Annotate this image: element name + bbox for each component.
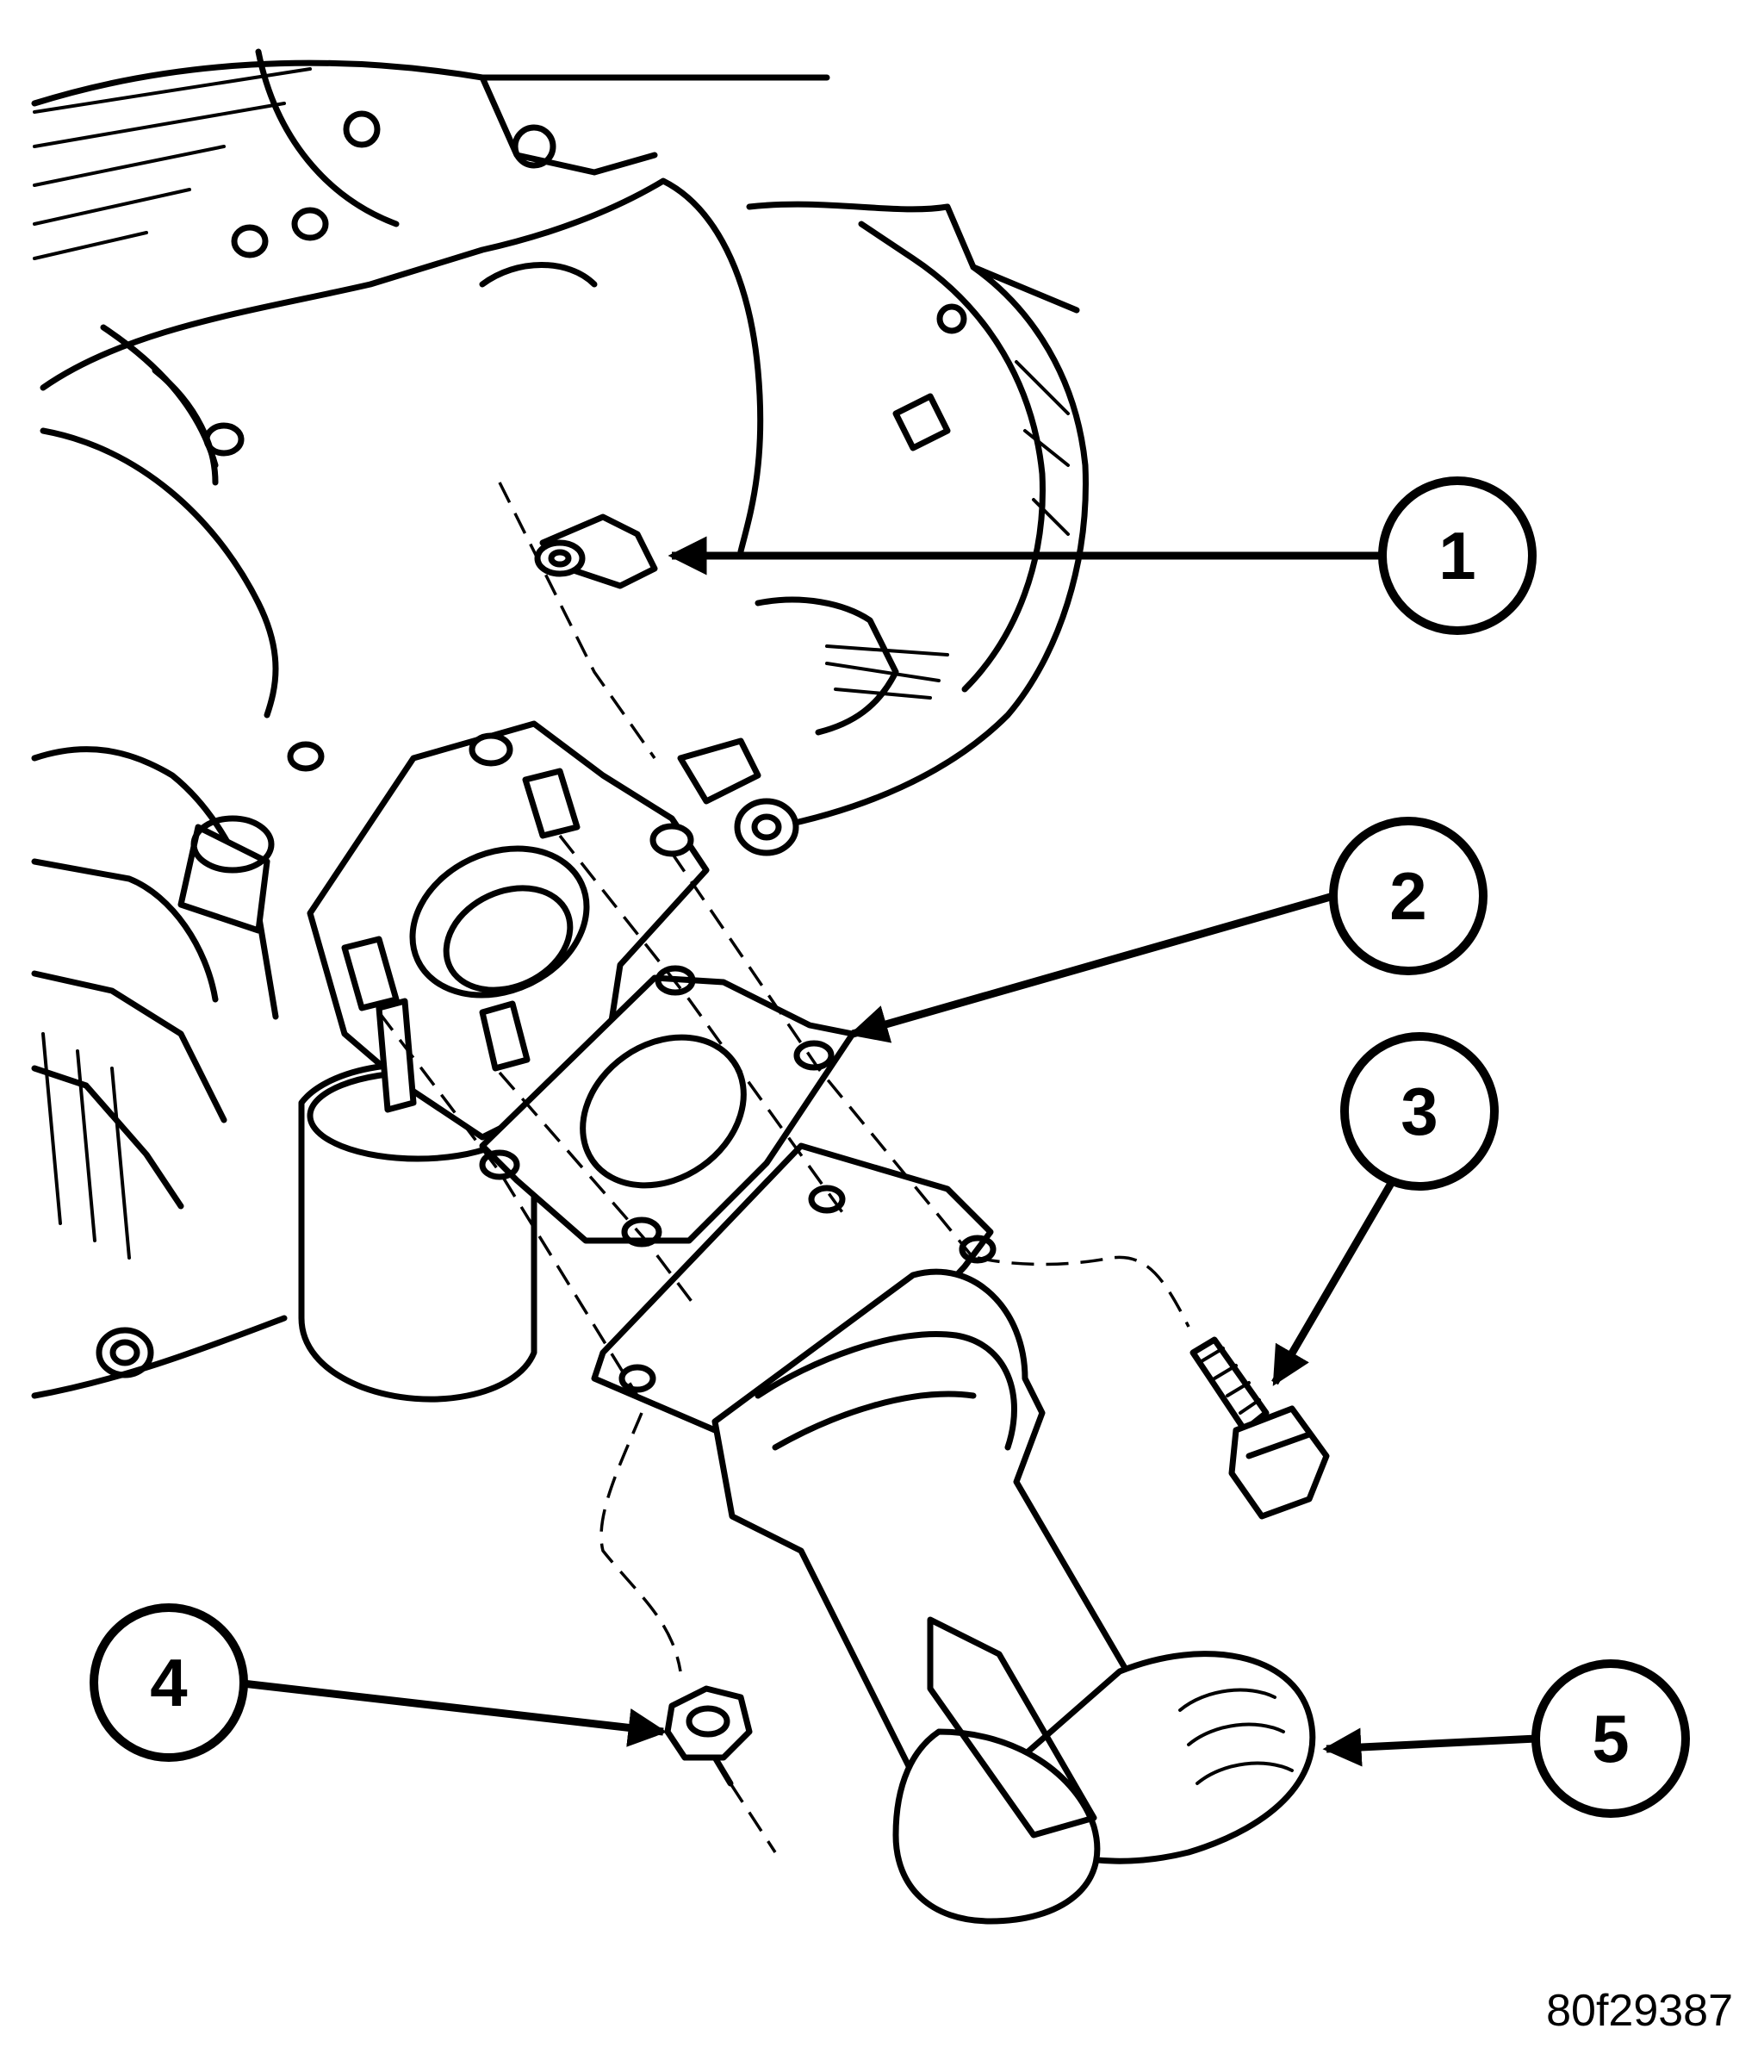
leader-line-5: [1322, 1727, 1537, 1767]
callout-5: 5: [1531, 1659, 1690, 1818]
assembly-dashed-lines: [377, 482, 1190, 1853]
bolt-illustration: [1189, 1336, 1330, 1520]
nut-illustration: [664, 1685, 753, 1787]
figure-reference-id: 80f29387: [1546, 1986, 1733, 2036]
sensor-fitting-illustration: [534, 513, 658, 589]
leader-line-2: [848, 892, 1335, 1043]
callout-number-3: 3: [1401, 1073, 1438, 1149]
callout-number-4: 4: [150, 1645, 187, 1720]
callout-number-2: 2: [1389, 858, 1426, 934]
callout-number-5: 5: [1592, 1701, 1629, 1776]
leader-line-3: [1271, 1173, 1399, 1386]
callout-4: 4: [90, 1603, 248, 1762]
egr-valve-illustration: [591, 1142, 1316, 1925]
callout-3: 3: [1340, 1032, 1499, 1191]
callout-2: 2: [1329, 817, 1488, 975]
leader-lines: [234, 536, 1537, 1767]
callout-1: 1: [1378, 476, 1537, 635]
callout-number-1: 1: [1438, 518, 1475, 594]
leader-line-4: [234, 1678, 668, 1747]
